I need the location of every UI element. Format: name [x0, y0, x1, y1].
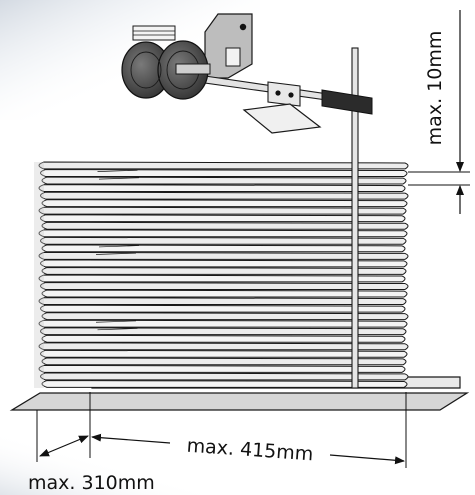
folded-sheet [38, 274, 406, 283]
folded-sheet [38, 364, 406, 373]
sensor-arm-assembly [121, 13, 373, 134]
width-arrow [39, 435, 89, 457]
fold-crease [97, 328, 138, 331]
folded-sheet [41, 357, 407, 366]
mounting-bracket [204, 13, 253, 79]
folded-sheet [38, 297, 407, 306]
base-plate [9, 392, 470, 411]
folded-sheet [40, 282, 409, 290]
sensor-block [267, 81, 301, 107]
folded-sheet [38, 229, 408, 238]
fold-crease [97, 169, 138, 172]
length-arrow-right [329, 454, 405, 465]
height-max-label: max. 10mm [424, 31, 446, 146]
folded-sheet [40, 191, 409, 200]
fold-crease [98, 177, 140, 180]
folded-sheet [38, 161, 409, 170]
folded-sheet [40, 349, 408, 358]
length-arrow-left [91, 433, 171, 444]
stack-edge-shading [34, 162, 44, 388]
sensor-bolt-right [288, 92, 294, 98]
bracket-bolt [239, 23, 247, 31]
folded-sheet [40, 214, 406, 223]
folded-sheet [40, 372, 409, 381]
folded-sheet [41, 199, 408, 208]
folded-sheet [38, 342, 409, 351]
folded-sheet [41, 334, 406, 343]
folded-sheet [40, 327, 407, 336]
paper-stack [34, 161, 409, 388]
folded-sheet [40, 236, 407, 245]
folded-sheet [38, 206, 407, 215]
folded-sheet [40, 259, 408, 268]
folded-sheet [41, 289, 408, 298]
sensor-bolt-left [275, 90, 281, 96]
folded-sheet [40, 304, 406, 313]
folded-sheet [41, 221, 409, 230]
folded-sheet [41, 312, 409, 321]
width-max-label: max. 310mm [28, 472, 155, 494]
fold-crease [95, 252, 137, 255]
folded-sheet [40, 169, 408, 177]
height-dimension: max. 10mm [408, 10, 470, 214]
rod-clamp [321, 89, 373, 115]
fold-crease [95, 320, 137, 323]
bracket-slot [225, 47, 241, 67]
folded-sheet [38, 319, 408, 328]
stand-rod [351, 47, 359, 389]
background-fade-bottom-left [0, 400, 200, 495]
feeler-plate [242, 103, 322, 134]
folded-sheet [38, 251, 409, 260]
folded-sheet [41, 244, 406, 253]
folded-sheet [41, 176, 407, 185]
wheel-axle [175, 63, 211, 75]
folded-sheet [38, 184, 406, 193]
fold-crease [98, 245, 140, 248]
folded-sheet [41, 266, 407, 275]
length-max-label: max. 415mm [186, 435, 314, 466]
folded-sheet [41, 379, 408, 388]
width-dimension: max. 310mm [28, 410, 155, 494]
weight-stack-top [132, 25, 176, 41]
